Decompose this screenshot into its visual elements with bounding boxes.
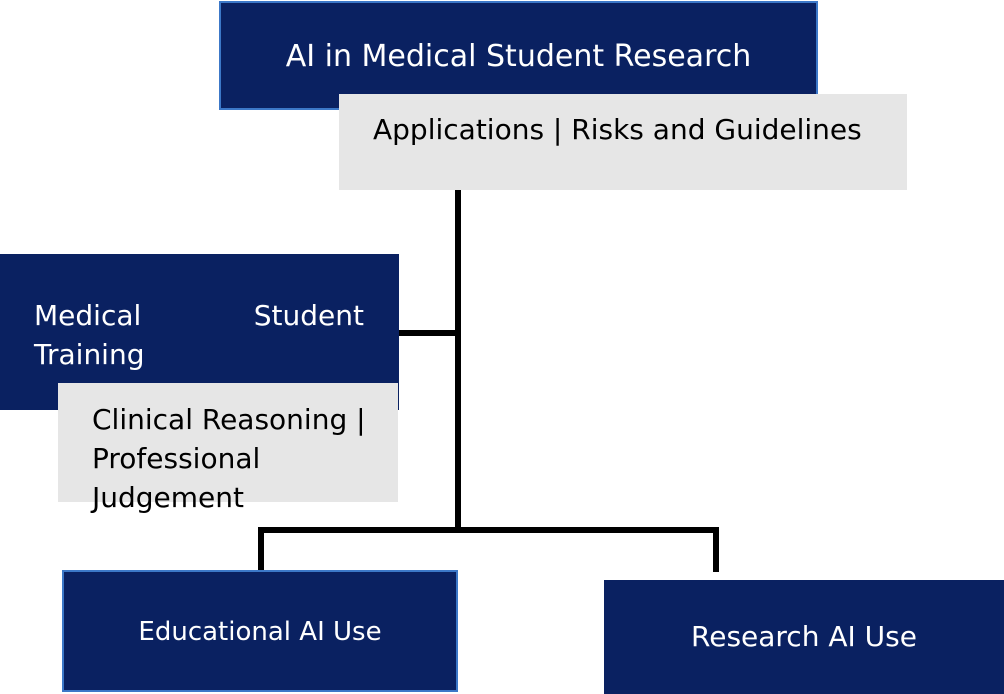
drop-to-educational <box>258 527 264 572</box>
educational-ai-label: Educational AI Use <box>138 617 382 647</box>
drop-to-research <box>713 527 719 572</box>
research-ai-label: Research AI Use <box>691 620 917 653</box>
root-node: AI in Medical Student Research <box>219 1 818 110</box>
middle-title: Medical Student Training <box>34 299 364 371</box>
trunk-line <box>455 190 461 533</box>
middle-subtitle: Clinical Reasoning | Professional Judgem… <box>92 403 366 514</box>
leaf-bar <box>258 527 719 533</box>
branch-to-middle <box>399 330 458 336</box>
root-subtitle: Applications | Risks and Guidelines <box>373 113 862 146</box>
research-ai-node: Research AI Use <box>604 580 1004 694</box>
root-title: AI in Medical Student Research <box>285 39 752 74</box>
root-subtitle-box: Applications | Risks and Guidelines <box>339 94 907 190</box>
educational-ai-node: Educational AI Use <box>62 570 458 692</box>
middle-subtitle-box: Clinical Reasoning | Professional Judgem… <box>58 383 398 514</box>
